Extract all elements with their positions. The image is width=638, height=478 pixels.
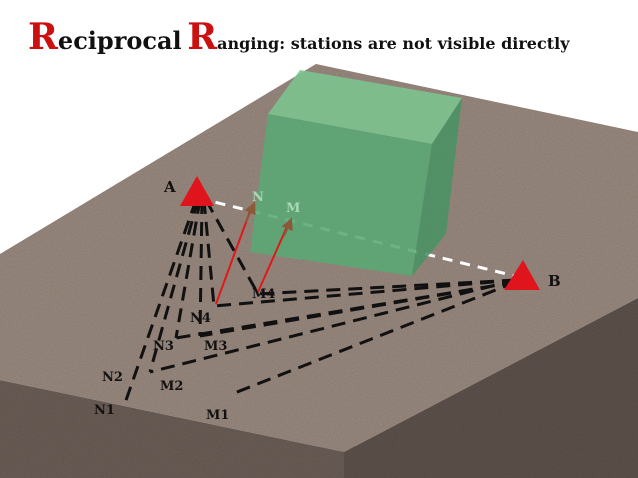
- arrow-n4-n: [215, 205, 253, 305]
- label-point-n1: N1: [94, 403, 115, 418]
- title-initial-2: R: [187, 16, 218, 58]
- label-point-m2: M2: [160, 379, 183, 394]
- cube-top: [268, 70, 462, 144]
- ray-a-m4: [204, 199, 260, 295]
- cube-front: [250, 114, 432, 276]
- triangle-marker-icon: [504, 260, 540, 290]
- rays-from-a: [122, 199, 260, 407]
- ray-a-n1: [122, 199, 198, 407]
- arrow-head-m: [281, 217, 293, 237]
- label-station-b: B: [548, 272, 561, 290]
- ray-b-m1: [231, 280, 517, 396]
- label-point-n: N: [252, 190, 264, 205]
- ray-b-n4: [213, 278, 517, 308]
- rays-to-b: [149, 278, 517, 396]
- transfer-arrows: [215, 201, 293, 305]
- ray-a-n2: [148, 199, 200, 373]
- label-point-m4: M4: [252, 287, 275, 302]
- cube-icon: [250, 70, 462, 276]
- label-point-m3: M3: [204, 339, 227, 354]
- label-point-n3: N3: [153, 339, 174, 354]
- title-rest: anging: stations are not visible directl…: [217, 34, 570, 53]
- title-word-1: eciprocal: [57, 26, 182, 55]
- label-point-m: M: [286, 201, 300, 216]
- label-point-m1: M1: [206, 408, 229, 423]
- arrow-head-n: [244, 201, 256, 223]
- slide-title: Reciprocal Ranging: stations are not vis…: [28, 16, 570, 58]
- ray-b-n2: [149, 278, 517, 374]
- triangle-marker-icon: [180, 176, 214, 206]
- label-point-n2: N2: [102, 370, 123, 385]
- ground-front: [0, 380, 344, 478]
- ground-side: [344, 298, 638, 478]
- cube-side: [412, 98, 462, 276]
- label-point-n4: N4: [190, 311, 211, 326]
- ray-a-m3: [198, 199, 204, 337]
- ray-a-n4: [202, 199, 216, 307]
- ray-b-m3: [199, 280, 517, 338]
- ray-a-n3: [174, 199, 202, 339]
- label-station-a: A: [163, 178, 176, 196]
- title-initial-1: R: [28, 16, 58, 58]
